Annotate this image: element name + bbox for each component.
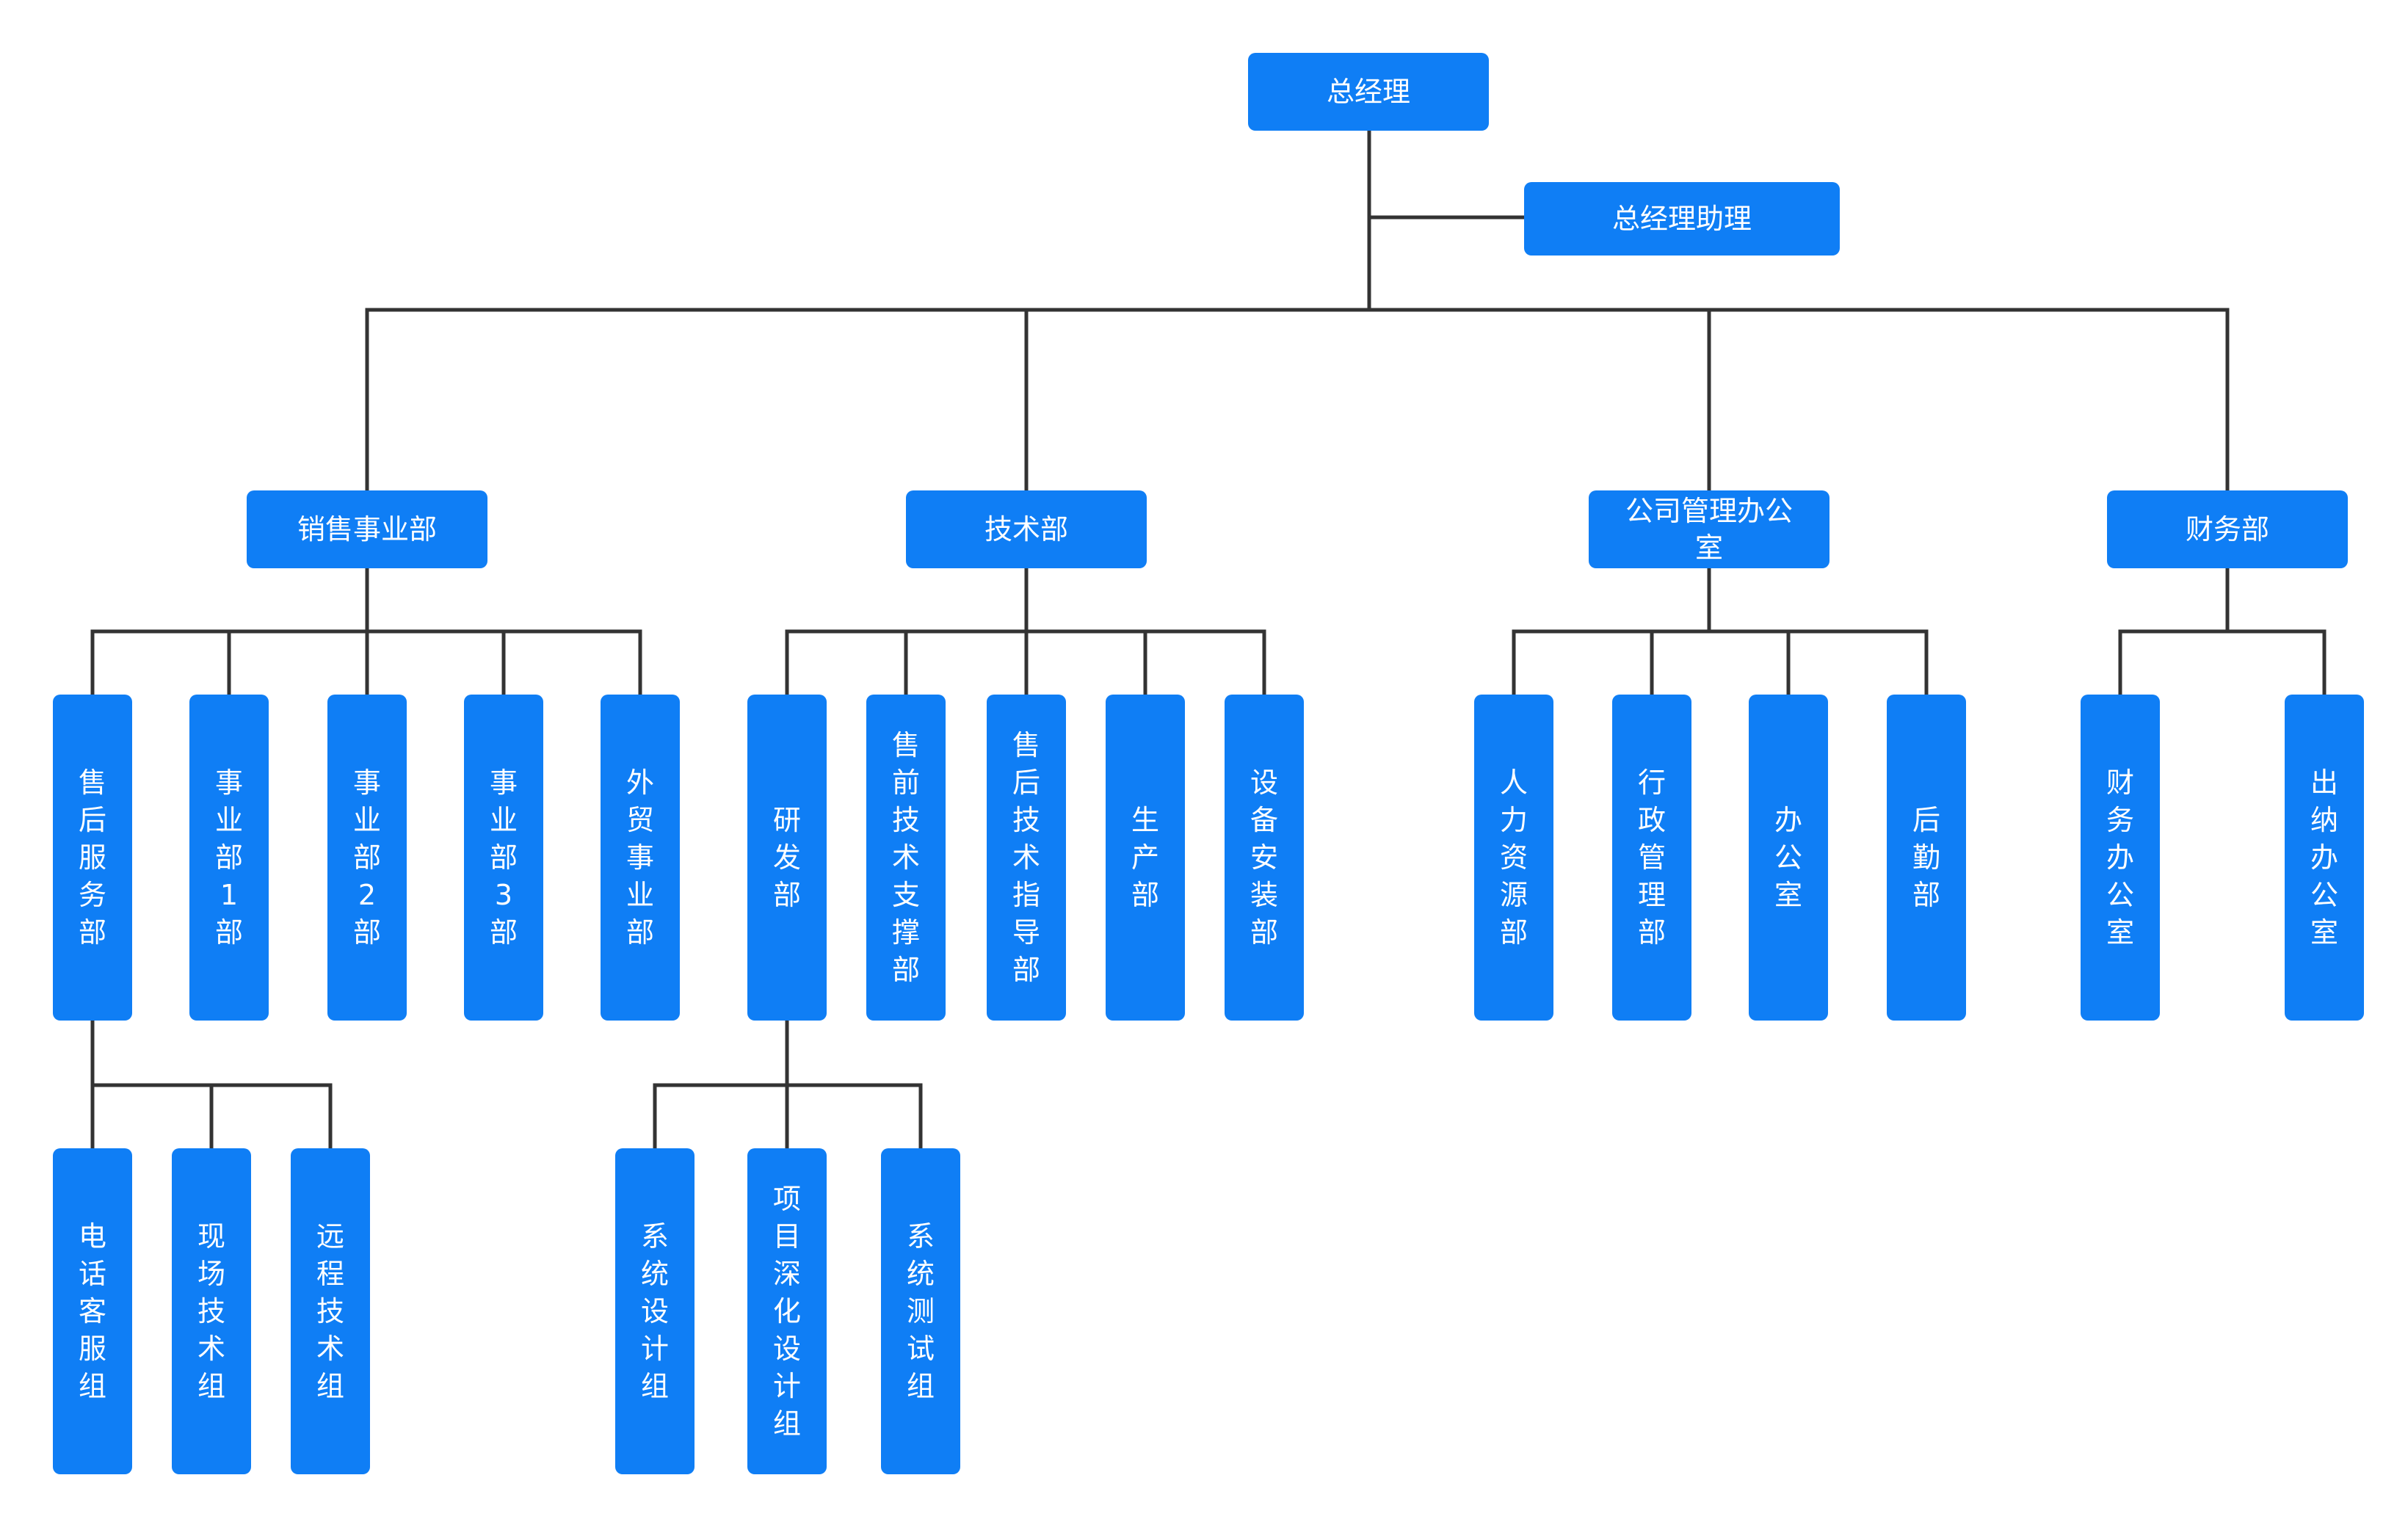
node-label: 远程技术组 xyxy=(316,1220,344,1402)
node-label: 行政管理部 xyxy=(1637,766,1666,949)
node-label: 事业部2部 xyxy=(352,766,381,949)
node-tech[interactable]: 技术部 xyxy=(906,490,1147,568)
node-production[interactable]: 生产部 xyxy=(1106,695,1185,1021)
node-label: 技术部 xyxy=(984,513,1068,546)
node-label: 售前技术支撑部 xyxy=(891,728,920,986)
node-label: 财务部 xyxy=(2185,513,2269,546)
node-label: 生产部 xyxy=(1131,803,1159,911)
node-label: 系统测试组 xyxy=(906,1220,935,1402)
node-label: 现场技术组 xyxy=(197,1220,225,1402)
node-cashier-office[interactable]: 出纳办公室 xyxy=(2285,695,2364,1021)
node-logistics[interactable]: 后勤部 xyxy=(1887,695,1966,1021)
node-onsite-tech[interactable]: 现场技术组 xyxy=(172,1148,251,1474)
node-foreign-trade[interactable]: 外贸事业部 xyxy=(601,695,680,1021)
node-label: 公司管理办公室 xyxy=(1625,495,1794,564)
node-phone-service[interactable]: 电话客服组 xyxy=(53,1148,132,1474)
node-install[interactable]: 设备安装部 xyxy=(1225,695,1304,1021)
node-label: 售后服务部 xyxy=(78,766,106,949)
node-project-design[interactable]: 项目深化设计组 xyxy=(747,1148,827,1474)
node-sys-design[interactable]: 系统设计组 xyxy=(615,1148,695,1474)
node-sales[interactable]: 销售事业部 xyxy=(247,490,487,568)
node-label: 事业部3部 xyxy=(489,766,518,949)
node-admin[interactable]: 公司管理办公室 xyxy=(1589,490,1829,568)
node-label: 电话客服组 xyxy=(78,1220,106,1402)
node-label: 总经理助理 xyxy=(1611,203,1752,235)
node-bu3[interactable]: 事业部3部 xyxy=(464,695,543,1021)
node-label: 系统设计组 xyxy=(640,1220,669,1402)
node-label: 设备安装部 xyxy=(1250,766,1278,949)
node-label: 财务办公室 xyxy=(2106,766,2134,949)
node-presales[interactable]: 售前技术支撑部 xyxy=(866,695,946,1021)
node-after-sales-tech[interactable]: 售后技术指导部 xyxy=(987,695,1066,1021)
node-rnd[interactable]: 研发部 xyxy=(747,695,827,1021)
node-bu2[interactable]: 事业部2部 xyxy=(327,695,407,1021)
node-office[interactable]: 办公室 xyxy=(1749,695,1828,1021)
node-label: 外贸事业部 xyxy=(625,766,654,949)
node-label: 出纳办公室 xyxy=(2310,766,2338,949)
node-finance-office[interactable]: 财务办公室 xyxy=(2081,695,2160,1021)
node-label: 办公室 xyxy=(1774,803,1802,911)
node-remote-tech[interactable]: 远程技术组 xyxy=(291,1148,370,1474)
node-admin-mgmt[interactable]: 行政管理部 xyxy=(1612,695,1691,1021)
node-label: 销售事业部 xyxy=(297,513,437,546)
node-bu1[interactable]: 事业部1部 xyxy=(189,695,269,1021)
node-label: 项目深化设计组 xyxy=(772,1182,801,1440)
node-assistant[interactable]: 总经理助理 xyxy=(1524,182,1840,256)
node-label: 总经理 xyxy=(1326,76,1410,108)
node-after-sales[interactable]: 售后服务部 xyxy=(53,695,132,1021)
node-label: 后勤部 xyxy=(1912,803,1940,911)
node-label: 售后技术指导部 xyxy=(1012,728,1040,986)
node-finance[interactable]: 财务部 xyxy=(2107,490,2348,568)
node-label: 人力资源部 xyxy=(1499,766,1528,949)
node-label: 事业部1部 xyxy=(214,766,243,949)
node-hr[interactable]: 人力资源部 xyxy=(1474,695,1553,1021)
node-label: 研发部 xyxy=(772,803,801,911)
node-sys-test[interactable]: 系统测试组 xyxy=(881,1148,960,1474)
node-ceo[interactable]: 总经理 xyxy=(1248,53,1489,131)
